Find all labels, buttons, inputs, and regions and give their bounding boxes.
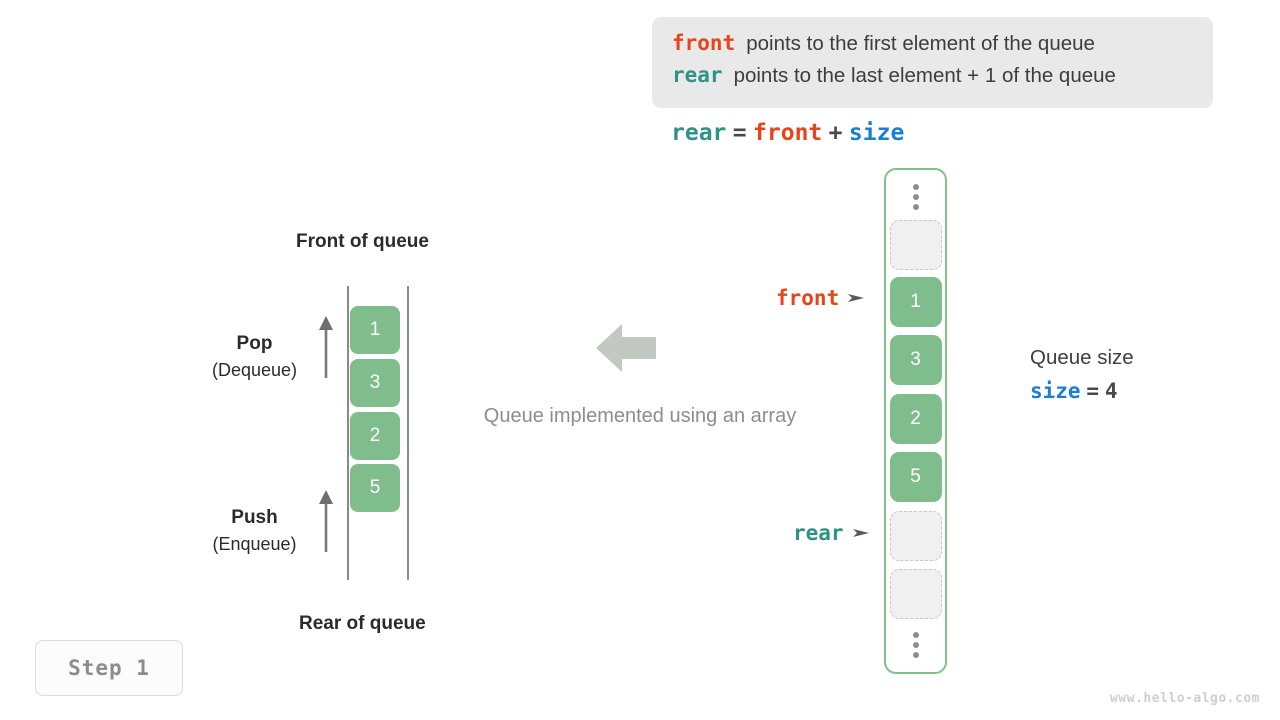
array-cell-filled: 2 bbox=[889, 394, 942, 444]
pop-subtitle: (Dequeue) bbox=[211, 360, 298, 380]
queue-size-var: size bbox=[1030, 379, 1081, 403]
array-cell-filled: 5 bbox=[889, 452, 942, 502]
pop-up-arrow-icon bbox=[314, 314, 338, 385]
legend-keyword-rear: rear bbox=[672, 63, 723, 87]
queue-size-block: Queue size size = 4 bbox=[1030, 343, 1134, 408]
queue-rail-right bbox=[407, 286, 409, 580]
pop-title: Pop bbox=[236, 333, 273, 354]
center-caption: Queue implemented using an array bbox=[483, 405, 797, 427]
legend-line-rear: rear points to the last element + 1 of t… bbox=[672, 63, 1195, 95]
array-cell-empty bbox=[889, 569, 942, 619]
step-badge: Step 1 bbox=[35, 640, 183, 696]
front-pointer-label: front bbox=[776, 286, 866, 310]
formula-rear-equals-front-plus-size: rear = front + size bbox=[671, 119, 904, 146]
formula-rhs-size: size bbox=[848, 120, 905, 146]
formula-plus-sign: + bbox=[828, 120, 843, 146]
pointer-arrowhead-icon bbox=[848, 286, 866, 310]
front-pointer-text: front bbox=[776, 286, 840, 310]
legend-description-rear: points to the last element + 1 of the qu… bbox=[733, 64, 1116, 87]
vertical-dots-icon-bottom bbox=[912, 632, 919, 658]
queue-rail-left bbox=[347, 286, 349, 580]
push-subtitle: (Enqueue) bbox=[212, 534, 297, 554]
array-cell-empty bbox=[889, 220, 942, 270]
queue-size-equals: = bbox=[1086, 379, 1100, 403]
legend-box: front points to the first element of the… bbox=[652, 17, 1213, 108]
front-of-queue-label: Front of queue bbox=[296, 231, 429, 252]
pointer-arrowhead-icon bbox=[852, 521, 871, 545]
pop-operation-label: Pop (Dequeue) bbox=[183, 331, 326, 383]
rear-pointer-text: rear bbox=[793, 521, 844, 545]
array-cell-filled: 1 bbox=[889, 277, 942, 327]
formula-equals-sign: = bbox=[732, 120, 747, 146]
push-up-arrow-icon bbox=[314, 488, 338, 559]
queue-cell: 3 bbox=[350, 359, 400, 407]
push-title: Push bbox=[231, 507, 278, 528]
queue-cell: 5 bbox=[350, 464, 400, 512]
queue-size-title: Queue size bbox=[1030, 346, 1134, 369]
legend-keyword-front: front bbox=[672, 31, 736, 55]
vertical-dots-icon-top bbox=[912, 184, 919, 210]
legend-description-front: points to the first element of the queue bbox=[746, 32, 1095, 55]
push-operation-label: Push (Enqueue) bbox=[183, 505, 326, 557]
queue-cell: 1 bbox=[350, 306, 400, 354]
array-cell-empty bbox=[889, 511, 942, 561]
queue-size-value: 4 bbox=[1104, 379, 1118, 403]
array-cell-filled: 3 bbox=[889, 335, 942, 385]
formula-rhs-front: front bbox=[753, 120, 823, 146]
rear-of-queue-label: Rear of queue bbox=[299, 613, 426, 634]
array-queue-container: 1 3 2 5 bbox=[884, 168, 947, 674]
queue-size-expression: size = 4 bbox=[1030, 375, 1134, 408]
formula-lhs-rear: rear bbox=[671, 120, 727, 146]
queue-cell: 2 bbox=[350, 412, 400, 460]
rear-pointer-label: rear bbox=[793, 521, 871, 545]
watermark: www.hello-algo.com bbox=[1110, 691, 1260, 706]
left-arrow-icon bbox=[596, 324, 656, 377]
legend-line-front: front points to the first element of the… bbox=[672, 31, 1195, 63]
